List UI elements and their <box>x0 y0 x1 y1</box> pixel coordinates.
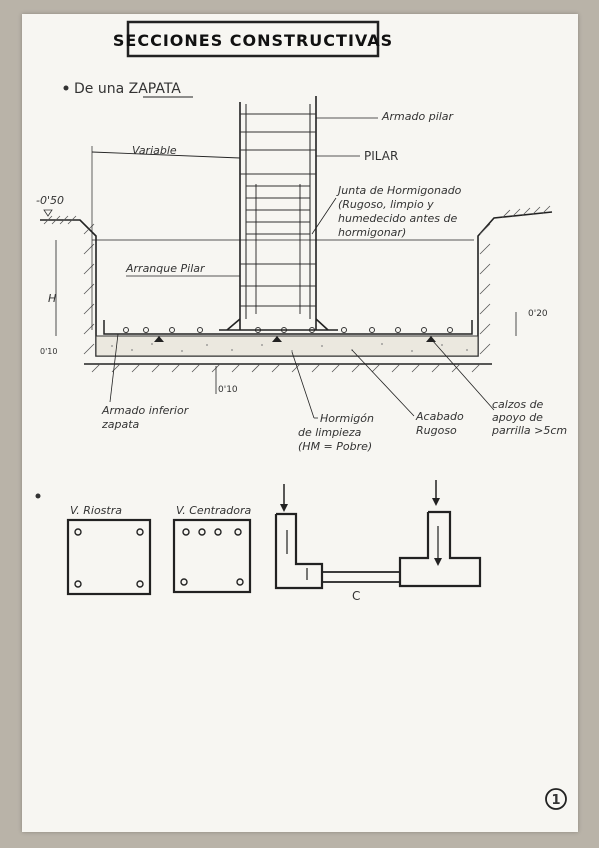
label-dim-020: 0'20 <box>528 309 548 319</box>
v-centradora-bars <box>180 528 244 586</box>
dimension-variable: Variable <box>91 144 241 330</box>
label-calzos-2: apoyo de <box>492 411 543 424</box>
page-number-circle <box>545 788 567 810</box>
v-riostra-section <box>66 518 152 596</box>
label-junta-2: (Rugoso, limpio y <box>338 198 434 211</box>
section1-heading: De una ZAPATA <box>74 81 181 97</box>
label-hormigon-1: Hormigón <box>320 412 374 425</box>
label-acabado-2: Rugoso <box>416 424 457 437</box>
bottom-rebar <box>103 320 473 335</box>
label-dim-010-left: 0'10 <box>40 347 57 356</box>
label-arranque: Arranque Pilar <box>125 262 206 275</box>
label-armado-pilar: Armado pilar <box>381 110 455 123</box>
label-armado-inf-1: Armado inferior <box>101 404 190 417</box>
label-junta-3: humedecido antes de <box>338 212 457 225</box>
page-title: SECCIONES CONSTRUCTIVAS <box>113 31 393 50</box>
label-calzos-3: parrilla >5cm <box>491 424 567 437</box>
centering-beam-diagram: C <box>274 480 482 603</box>
level-marker <box>43 209 53 217</box>
page-number: 1 <box>551 793 560 808</box>
label-level: -0'50 <box>36 194 64 207</box>
label-junta-4: hormigonar) <box>338 226 406 239</box>
support-chairs <box>154 336 436 342</box>
label-armado-inf-2: zapata <box>101 418 140 431</box>
label-v-riostra: V. Riostra <box>70 504 122 517</box>
label-h: H <box>48 292 56 305</box>
label-v-centradora: V. Centradora <box>176 504 251 517</box>
bullet-dot-2 <box>35 493 41 499</box>
paper-sheet: SECCIONES CONSTRUCTIVAS De una ZAPATA <box>22 14 578 832</box>
label-calzos-1: calzos de <box>492 398 544 411</box>
label-variable: Variable <box>132 144 177 157</box>
label-hormigon-2: de limpieza <box>298 426 362 439</box>
cleaning-concrete <box>95 335 479 357</box>
v-riostra-bars <box>74 528 144 588</box>
label-dim-010-bottom: 0'10 <box>218 385 238 395</box>
title-box <box>126 20 380 58</box>
concrete-dots <box>111 343 468 352</box>
v-centradora-section <box>172 518 252 594</box>
label-pilar: PILAR <box>364 149 398 163</box>
drawing: SECCIONES CONSTRUCTIVAS De una ZAPATA <box>35 20 567 810</box>
label-acabado-1: Acabado <box>415 410 464 423</box>
label-junta-1: Junta de Hormigonado <box>336 184 462 197</box>
label-hormigon-3: (HM = Pobre) <box>298 440 372 453</box>
bullet-dot <box>63 85 69 91</box>
pillar <box>92 96 474 331</box>
label-c: C <box>352 589 360 603</box>
